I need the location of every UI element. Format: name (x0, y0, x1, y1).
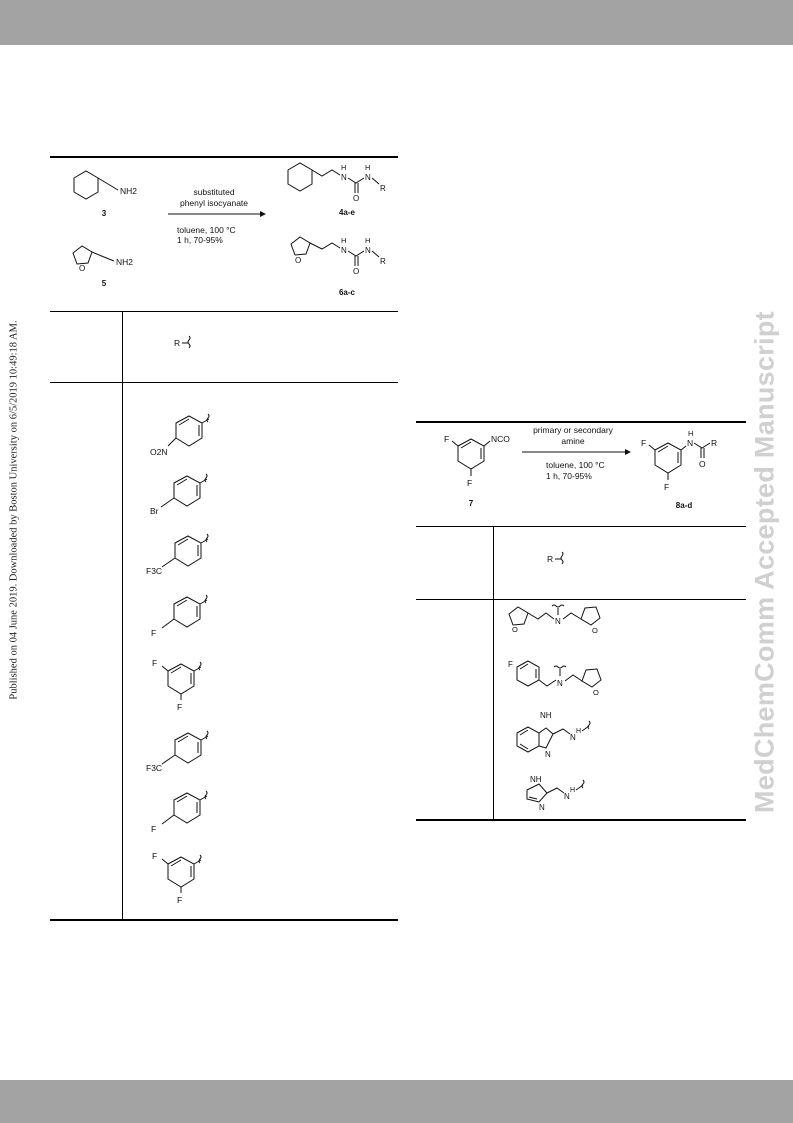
compound-7-label: 7 (469, 499, 474, 508)
fluoro-label-b: F (177, 702, 182, 712)
isocyanate-label: NCO (491, 434, 510, 444)
amine4-n-label: N (564, 792, 570, 801)
amine1-nh2-label: NH2 (120, 186, 137, 196)
urea-r-label: R (380, 184, 386, 193)
amine-imidazolylmethyl: NH N N H (526, 775, 585, 812)
bromo-label: Br (150, 506, 159, 516)
amine4-h-label: H (570, 787, 575, 794)
amine-bis-furfuryl: O N O (508, 604, 601, 635)
scheme1-reagent-line1: substituted (193, 187, 234, 197)
amine-fluorobenzyl-furfuryl: F N O (508, 660, 602, 697)
urea-h1-label: H (341, 163, 346, 172)
fluoro-label-c: F (152, 851, 157, 861)
nitro-group-label: O2N (150, 447, 167, 457)
urea2-n1-label: N (341, 246, 347, 255)
scheme1-bottom-rule (50, 919, 398, 921)
scheme2-r-header-label: R (547, 554, 553, 564)
scheme1-r-header: R (174, 335, 191, 349)
r-group-4-fluorophenyl: F (151, 594, 208, 638)
product8-h-label: H (688, 429, 693, 438)
scheme1-reagent-line2: phenyl isocyanate (180, 198, 248, 208)
difluorophenyl-isocyanate-structure: NCO F F 7 (444, 434, 510, 508)
amine2-n-label: N (557, 679, 563, 688)
fluoro-label-h: F (664, 482, 669, 492)
amine2-nh2-label: NH2 (116, 257, 133, 267)
furan-oxygen-label: O (79, 264, 85, 273)
cyclohexylmethylamine-structure: NH2 3 (73, 170, 137, 218)
amine1-n-label: N (555, 617, 561, 626)
fluoro-label-2: F (151, 824, 156, 834)
scheme2-body-rule (416, 599, 746, 600)
scheme1-r-header-label: R (174, 338, 180, 348)
product8-r-label: R (711, 438, 717, 448)
urea-product-6-structure: O N H O N H R 6a-c (290, 236, 386, 297)
urea2-r-label: R (380, 257, 386, 266)
amine3-h-label: H (576, 728, 581, 735)
scheme2-reagent-line1: primary or secondary (533, 425, 614, 435)
fluoro-label-g: F (641, 438, 646, 448)
fluoro-label-i: F (508, 660, 513, 669)
urea-h2-label: H (365, 163, 370, 172)
amine3-n-label: N (570, 733, 576, 742)
bottom-banner (0, 1080, 793, 1123)
fluoro-label-a: F (152, 658, 157, 668)
compound-6a-c-label: 6a-c (339, 288, 356, 297)
trifluoromethyl-label: F3C (146, 566, 162, 576)
scheme1-header-rule (50, 311, 398, 312)
scheme1-condition-line2: 1 h, 70-95% (177, 235, 223, 245)
scheme2-condition-line2: 1 h, 70-95% (546, 471, 592, 481)
scheme1-body-rule (50, 382, 398, 383)
urea2-h2-label: H (365, 236, 370, 245)
furan-oxygen-label-2: O (295, 256, 301, 265)
r-group-4-bromophenyl: Br (150, 473, 208, 516)
furan-o-3: O (593, 688, 599, 697)
fluoro-label-e: F (444, 434, 449, 444)
scheme2-top-rule (416, 421, 746, 423)
furan-o-2: O (592, 626, 598, 635)
urea2-h1-label: H (341, 236, 346, 245)
amine-benzimidazolylmethyl: NH N N H (516, 711, 591, 759)
urea-product-4-structure: N H O N H R 4a-e (287, 162, 386, 217)
furan-o-1: O (512, 625, 518, 634)
scheme1-column-divider (122, 312, 123, 919)
urea2-oxygen-label: O (353, 267, 359, 276)
scheme2-bottom-rule (416, 819, 746, 821)
compound-3-label: 3 (102, 209, 107, 218)
scheme1-top-rule (50, 156, 398, 158)
fluoro-label-d: F (177, 895, 182, 905)
r-group-4-trifluoromethylphenyl-2: F3C (146, 730, 209, 773)
scheme2-condition-line1: toluene, 100 °C (546, 460, 605, 470)
scheme2-header-rule (416, 526, 746, 527)
imidazole-n-label: N (539, 803, 545, 812)
r-group-3-5-difluorophenyl: F F (152, 658, 202, 712)
fluoro-label-f: F (467, 478, 472, 488)
top-banner (0, 0, 793, 45)
scheme2-column-divider (493, 527, 494, 819)
scheme1-condition-line1: toluene, 100 °C (177, 225, 236, 235)
compound-4a-e-label: 4a-e (339, 208, 356, 217)
scheme2-reagent-line2: amine (561, 436, 584, 446)
r-group-4-trifluoromethylphenyl: F3C (146, 533, 209, 576)
product8-oxygen-label: O (699, 459, 706, 469)
urea-n1-label: N (341, 173, 347, 182)
furfurylamine-structure: O NH2 5 (72, 245, 133, 288)
urea2-n2-label: N (365, 246, 371, 255)
urea-product-8-structure: N H O R F F 8a-d (641, 429, 717, 510)
product8-n-label: N (687, 438, 693, 448)
r-group-4-fluorophenyl-2: F (151, 790, 208, 834)
trifluoromethyl-label-2: F3C (146, 763, 162, 773)
compound-8a-d-label: 8a-d (676, 501, 693, 510)
r-group-4-nitrophenyl: O2N (150, 413, 210, 457)
urea-oxygen-label: O (353, 194, 359, 203)
urea-n2-label: N (365, 173, 371, 182)
benzimidazole-nh-label: NH (540, 711, 552, 720)
scheme2-r-header: R (547, 551, 564, 565)
compound-5-label: 5 (102, 279, 107, 288)
r-group-3-5-difluorophenyl-2: F F (152, 851, 202, 905)
benzimidazole-n-label: N (545, 750, 551, 759)
imidazole-nh-label: NH (530, 775, 542, 784)
fluoro-label: F (151, 628, 156, 638)
